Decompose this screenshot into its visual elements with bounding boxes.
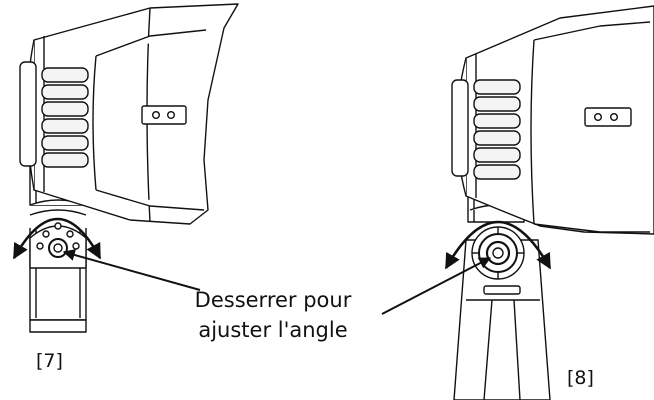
leader-line-8	[381, 257, 492, 315]
pivot-knob-8	[471, 226, 525, 280]
rotation-arrow-8	[444, 220, 552, 270]
cooling-ribs-8	[473, 79, 521, 180]
leader-line-7	[62, 249, 201, 291]
figure-7-drawing	[19, 3, 239, 333]
rotation-arrow-7	[12, 217, 102, 260]
cooling-ribs-7	[41, 67, 89, 168]
figure-label-7: [7]	[36, 350, 63, 372]
lamp-body-7	[19, 3, 239, 225]
figure-8-drawing	[451, 5, 654, 400]
callout-text-line-2: ajuster l'angle	[198, 318, 348, 342]
callout-text-line-1: Desserrer pour	[194, 288, 352, 312]
figure-label-8: [8]	[567, 367, 594, 389]
